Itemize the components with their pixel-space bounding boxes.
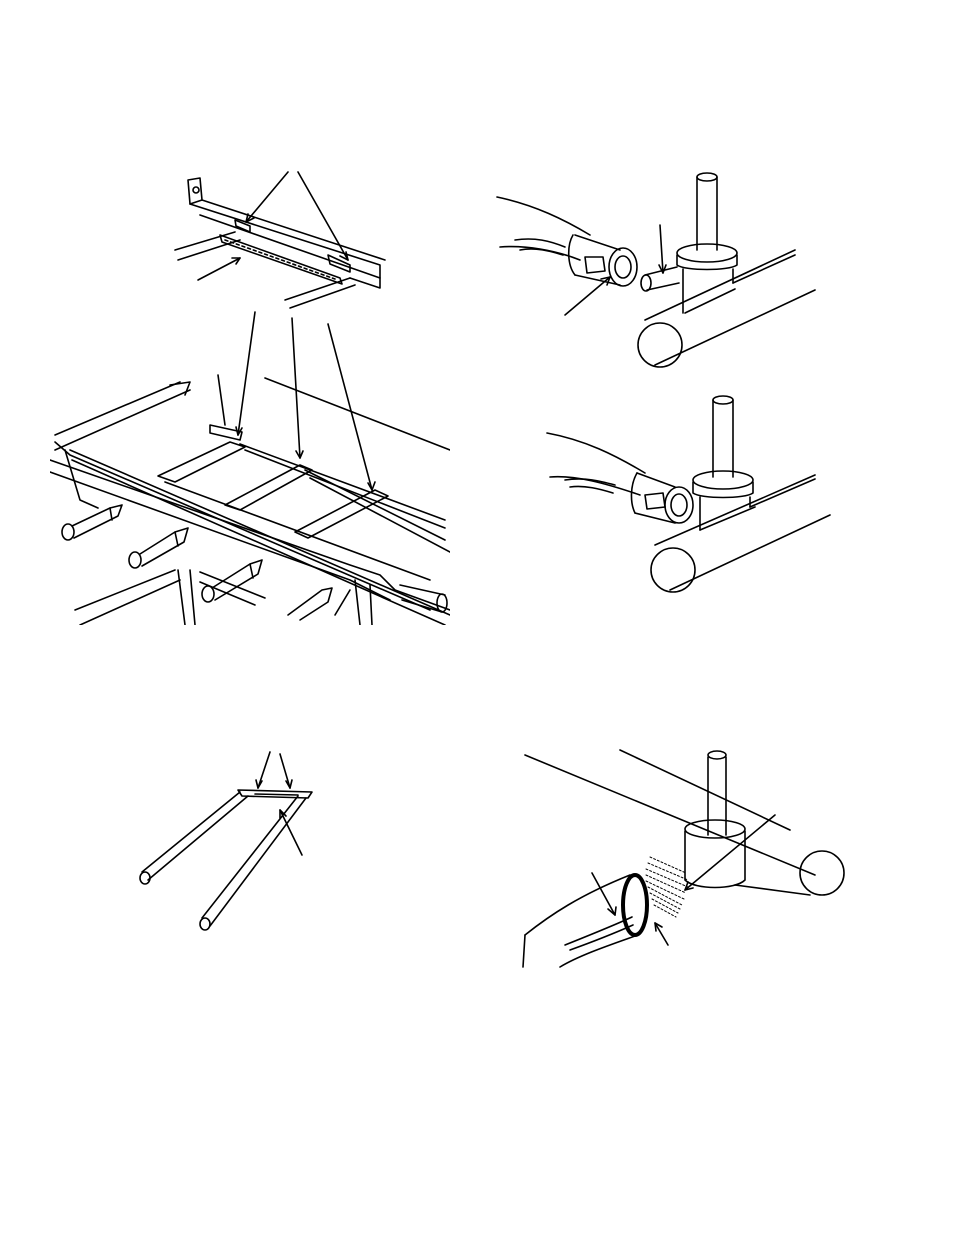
brush-icon xyxy=(520,745,855,970)
venturi-tube-icon xyxy=(495,165,835,375)
grease-bar-assembly-figure xyxy=(50,160,450,625)
venturi-brush-cleaning-figure xyxy=(520,745,855,970)
venturi-tube-icon xyxy=(545,395,835,595)
burner-tube-pair-figure xyxy=(130,750,320,935)
grill-frame-icon xyxy=(50,160,450,625)
venturi-shutter-open-figure xyxy=(495,165,835,375)
burner-tube-icon xyxy=(130,750,320,935)
venturi-shutter-closed-figure xyxy=(545,395,835,595)
